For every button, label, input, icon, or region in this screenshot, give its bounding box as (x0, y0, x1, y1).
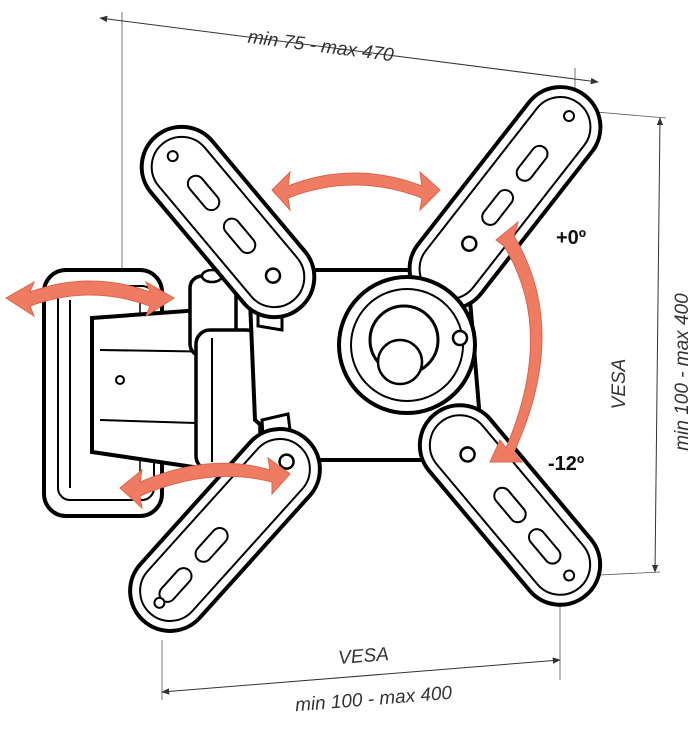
top-swivel-arrow (271, 170, 441, 212)
arm-swivel-arrow (119, 456, 291, 510)
swing-arm (90, 268, 262, 472)
right-dimension-label: min 100 - max 400 (672, 293, 693, 451)
vesa-bracket (128, 85, 603, 633)
tilt-up-label: +0º (556, 227, 586, 249)
right-dimension: VESA min 100 - max 400 (579, 111, 693, 577)
bottom-dimension-label: min 100 - max 400 (294, 683, 453, 717)
central-hub (337, 275, 477, 415)
arm-lower-right (417, 403, 603, 607)
bottom-vesa-label: VESA (337, 644, 389, 669)
wall-swivel-arrow (5, 280, 175, 318)
tilt-down-label: -12º (548, 453, 584, 475)
arm-upper-left (139, 124, 317, 320)
bottom-dimension: VESA min 100 - max 400 (161, 605, 561, 717)
top-dimension-label: min 75 - max 470 (247, 27, 396, 67)
tilt-arrow (489, 220, 543, 463)
right-vesa-label: VESA (609, 359, 630, 410)
